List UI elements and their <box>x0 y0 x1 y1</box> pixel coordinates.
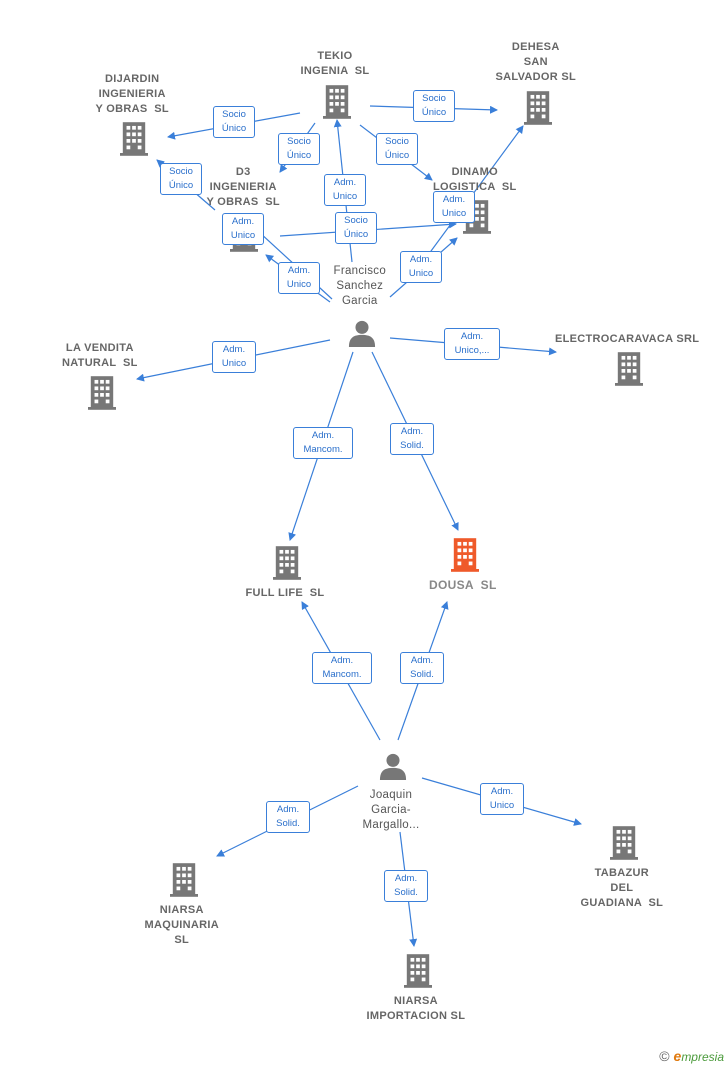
node-label-joaquin[interactable]: Joaquin Garcia- Margallo... <box>362 789 420 831</box>
building-icon-tekio[interactable] <box>323 85 351 119</box>
brand-name: mpresia <box>681 1050 724 1064</box>
copyright-symbol: © <box>659 1048 670 1064</box>
edge-label-e13[interactable]: Adm. Unico,... <box>444 328 500 360</box>
edge-label-e9[interactable]: Adm. Unico <box>433 191 475 223</box>
edge-label-e3[interactable]: Socio Único <box>278 133 320 165</box>
node-label-dinamo[interactable]: DINAMO LOGISTICA SL <box>433 166 517 193</box>
building-icon-tabazur[interactable] <box>610 826 638 860</box>
edge-label-e20[interactable]: Adm. Unico <box>480 783 524 815</box>
node-label-niarsa_imp[interactable]: NIARSA IMPORTACION SL <box>366 995 466 1022</box>
building-icon-fulllife[interactable] <box>273 546 301 580</box>
edge-label-e7[interactable]: Adm. Unico <box>222 213 264 245</box>
edge-label-e12[interactable]: Adm. Unico <box>212 341 256 373</box>
node-label-dijardin[interactable]: DIJARDIN INGENIERIA Y OBRAS SL <box>95 73 169 115</box>
edge-label-e2[interactable]: Socio Único <box>413 90 455 122</box>
edge-label-e4[interactable]: Socio Único <box>376 133 418 165</box>
node-label-fulllife[interactable]: FULL LIFE SL <box>245 587 325 599</box>
node-label-dehesa[interactable]: DEHESA SAN SALVADOR SL <box>495 41 577 83</box>
person-icon-joaquin[interactable] <box>379 753 407 780</box>
edge-label-e16[interactable]: Adm. Mancom. <box>312 652 372 684</box>
node-label-niarsa_maq[interactable]: NIARSA MAQUINARIA SL <box>144 904 219 946</box>
building-icon-niarsa_maq[interactable] <box>170 863 198 897</box>
edge-label-e19[interactable]: Adm. Solid. <box>384 870 428 902</box>
building-icon-niarsa_imp[interactable] <box>404 954 432 988</box>
footer-brand: ©empresia <box>659 1048 724 1064</box>
node-label-tekio[interactable]: TEKIO INGENIA SL <box>300 50 370 77</box>
node-label-d3[interactable]: D3 INGENIERIA Y OBRAS SL <box>206 166 280 208</box>
building-icon-dijardin[interactable] <box>120 122 148 156</box>
building-icon-vendita[interactable] <box>88 376 116 410</box>
edge-label-e14[interactable]: Adm. Mancom. <box>293 427 353 459</box>
edge-label-e6[interactable]: Adm. Unico <box>324 174 366 206</box>
building-icon-dousa[interactable] <box>451 538 479 572</box>
person-icon-francisco[interactable] <box>348 320 376 347</box>
brand-initial: e <box>673 1048 682 1064</box>
edge-label-e11[interactable]: Adm. Unico <box>400 251 442 283</box>
node-label-electro[interactable]: ELECTROCARAVACA SRL <box>555 333 700 345</box>
building-icon-electro[interactable] <box>615 352 643 386</box>
edge-label-e17[interactable]: Adm. Solid. <box>400 652 444 684</box>
edge-label-e5[interactable]: Socio Único <box>160 163 202 195</box>
edge-label-e10[interactable]: Adm. Unico <box>278 262 320 294</box>
node-label-vendita[interactable]: LA VENDITA NATURAL SL <box>62 342 138 369</box>
building-icon-dehesa[interactable] <box>524 91 552 125</box>
node-label-dousa[interactable]: DOUSA SL <box>429 578 497 592</box>
edge-label-e18[interactable]: Adm. Solid. <box>266 801 310 833</box>
edge-label-e8[interactable]: Socio Único <box>335 212 377 244</box>
edge-label-e1[interactable]: Socio Único <box>213 106 255 138</box>
edge-label-e15[interactable]: Adm. Solid. <box>390 423 434 455</box>
node-label-francisco[interactable]: Francisco Sanchez Garcia <box>333 265 387 307</box>
node-label-tabazur[interactable]: TABAZUR DEL GUADIANA SL <box>580 867 664 909</box>
